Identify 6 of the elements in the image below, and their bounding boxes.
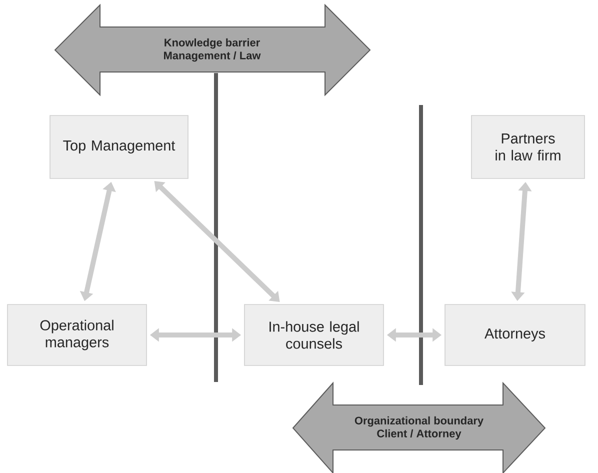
process-box: Partners in law firm — [471, 115, 585, 179]
process-box: Operational managers — [7, 304, 147, 366]
process-box: Top Management — [50, 115, 188, 179]
process-box: Attorneys — [444, 304, 586, 366]
process-box: In-house legal counsels — [244, 304, 384, 366]
double-arrow — [154, 181, 280, 302]
